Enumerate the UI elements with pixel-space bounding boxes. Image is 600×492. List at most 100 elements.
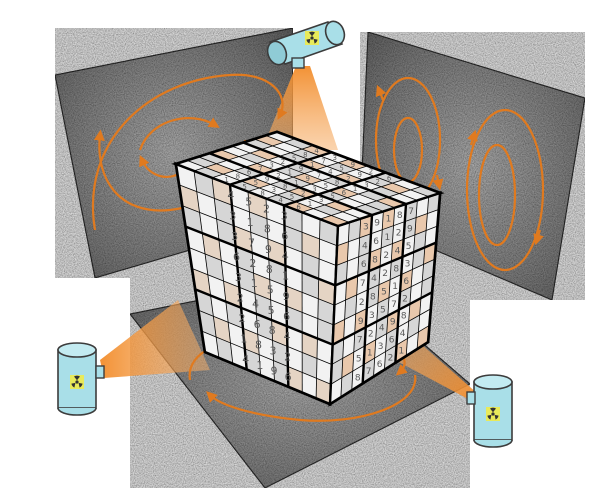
cube-grid-line — [201, 330, 332, 385]
cube-cell — [381, 225, 394, 249]
cube-digit: 4 — [227, 189, 234, 202]
cube-grid-line — [336, 225, 438, 266]
cube-grid-line — [334, 241, 437, 287]
cube-digit: 8 — [370, 293, 376, 303]
cube-digit: 6 — [361, 260, 367, 270]
cube-cell — [319, 219, 338, 246]
cube-digit: 4 — [371, 274, 377, 284]
cube-digit: 4 — [242, 353, 249, 366]
cube-cell — [412, 247, 425, 270]
cube-grid-line — [361, 214, 374, 384]
cube-digit: 4 — [395, 247, 401, 257]
cube-digit: 3 — [363, 222, 369, 232]
cube-cell — [205, 253, 224, 281]
cube-digit: 6 — [373, 237, 379, 247]
cube-cell — [221, 260, 240, 288]
cube-cell — [382, 207, 395, 230]
cube-cell — [347, 237, 360, 262]
cube-digit: 7 — [317, 172, 321, 180]
cube-cell — [392, 179, 422, 190]
cube-cell — [256, 313, 273, 341]
cube-cell — [243, 139, 273, 150]
cube-cell — [227, 156, 257, 168]
cube-cell — [301, 145, 332, 156]
cube-cell — [342, 208, 372, 219]
cube-cell — [212, 174, 242, 185]
cube-cell — [317, 190, 348, 202]
cube-grid-line — [254, 138, 418, 201]
cube-digit: 3 — [369, 311, 375, 321]
cube-cell — [252, 252, 270, 280]
cube-cell — [272, 142, 302, 153]
cube-digit: 2 — [239, 312, 246, 325]
cube-cell — [302, 352, 317, 379]
cube-cell — [284, 205, 303, 233]
cube-digit: 2 — [396, 229, 402, 239]
cube-cell — [344, 169, 375, 180]
cube-cell — [268, 156, 298, 167]
cube-grid-line — [336, 209, 439, 247]
cube-digit: 1 — [386, 215, 392, 225]
cube-digit: 1 — [353, 185, 357, 193]
cube-digit: 9 — [306, 175, 310, 183]
cube-grid-line — [265, 165, 368, 199]
cube-cell — [311, 180, 341, 191]
cube-digit: 3 — [270, 344, 277, 357]
cube-grid-line — [175, 162, 339, 228]
circular-flow-arrow-icon — [465, 108, 545, 272]
cube-cell — [254, 293, 272, 321]
circular-flow-arrow-icon — [92, 73, 288, 231]
cube-grid-line — [283, 171, 387, 207]
cube-grid-line — [337, 191, 441, 228]
cube-grid-line — [191, 268, 334, 326]
cube-digit: 6 — [254, 318, 261, 331]
cube-digit: 5 — [254, 179, 258, 187]
cube-cell — [205, 163, 235, 175]
cube-grid-line — [198, 309, 332, 365]
cube-digit: 8 — [283, 182, 287, 190]
cube-grid-line — [194, 288, 334, 346]
cube-digit: 1 — [247, 216, 254, 229]
cube-cell — [266, 218, 285, 246]
cube-cell — [351, 179, 382, 191]
cube-cell — [249, 211, 268, 239]
cube-cell — [281, 177, 312, 188]
cube-cell — [302, 252, 320, 279]
radiation-icon — [486, 407, 500, 421]
cube-cell — [270, 299, 287, 327]
cube-digit: 1 — [399, 347, 405, 357]
cube-grid-line — [282, 205, 290, 387]
cube-cell — [318, 258, 337, 286]
cube-cell — [336, 241, 349, 266]
cube-grid-line — [328, 225, 340, 405]
cube-digit: 4 — [252, 298, 259, 311]
cube-cell — [390, 256, 403, 280]
cube-digit: 2 — [249, 257, 256, 270]
cube-digit: 2 — [263, 202, 270, 215]
cube-cell — [358, 190, 388, 201]
cube-grid-line — [333, 275, 434, 326]
cube-grid-line — [185, 225, 336, 287]
cube-digit: 9 — [265, 243, 272, 256]
cube-cell — [329, 187, 359, 198]
cube-grid-line — [211, 177, 234, 364]
circular-flow-arrow-icon — [138, 117, 220, 151]
cube-cell — [242, 328, 260, 355]
cube-cell — [216, 160, 246, 171]
cube-grid-line — [340, 222, 350, 398]
cube-digit: 9 — [265, 176, 269, 184]
cube-cell — [230, 181, 260, 192]
cube-digit: 6 — [403, 277, 409, 287]
top-projector — [266, 20, 346, 69]
cube-grid-line — [231, 145, 395, 209]
cube-digit: 9 — [357, 171, 361, 179]
cube-cell — [414, 213, 428, 235]
cube-digit: 5 — [380, 306, 386, 316]
cube-cell — [392, 221, 405, 244]
cube-grid-line — [175, 130, 278, 166]
cube-digit: 3 — [364, 182, 368, 190]
cube-digit: 2 — [368, 330, 374, 340]
cube-digit: 1 — [224, 176, 228, 184]
